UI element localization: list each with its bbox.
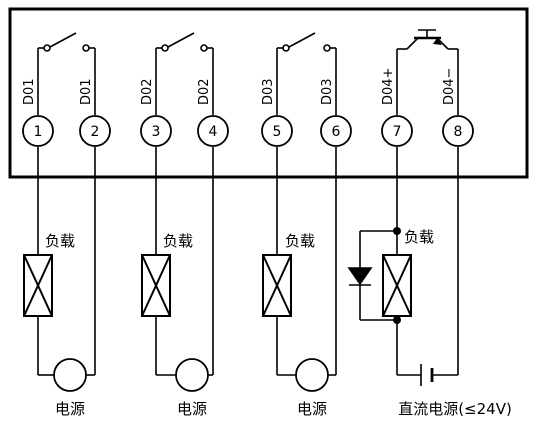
load-4	[382, 254, 412, 317]
source-label-1: 电源	[55, 400, 85, 418]
terminal-7	[381, 115, 413, 147]
power-source-2	[175, 358, 209, 392]
terminal-3	[140, 115, 172, 147]
terminal-label-7: D04+	[381, 68, 396, 105]
module-box	[8, 7, 529, 179]
terminal-circles	[22, 115, 474, 147]
terminal-number-8: 8	[454, 124, 463, 140]
terminal-label-4: D02	[197, 78, 212, 105]
terminal-label-2: D01	[79, 78, 94, 105]
relay-contact-2	[155, 32, 214, 115]
terminal-number-1: 1	[34, 124, 43, 140]
terminal-label-8: D04−	[442, 68, 457, 105]
terminal-label-3: D02	[140, 78, 155, 105]
terminal-number-6: 6	[332, 124, 341, 140]
diode-icon	[347, 267, 373, 286]
terminal-labels: D01 D01 D02 D02 D03 D03 D04+ D04−	[22, 68, 457, 105]
transistor-output	[396, 29, 459, 115]
load-label-4: 负载	[404, 228, 434, 246]
terminal-6	[320, 115, 352, 147]
terminal-number-5: 5	[273, 124, 282, 140]
terminal-number-4: 4	[209, 124, 218, 140]
source-label-4: 直流电源(≤24V)	[398, 400, 512, 418]
load-label-1: 负载	[45, 232, 75, 250]
relay-contact-1	[37, 32, 96, 115]
relay-contact-3	[276, 32, 337, 115]
terminal-number-2: 2	[91, 124, 100, 140]
terminal-numbers: 1 2 3 4 5 6 7 8	[34, 124, 463, 140]
junction-bottom	[393, 316, 401, 324]
terminal-2	[79, 115, 111, 147]
terminal-label-5: D03	[261, 78, 276, 105]
power-source-1	[53, 358, 87, 392]
terminal-label-1: D01	[22, 78, 37, 105]
terminal-number-3: 3	[152, 124, 161, 140]
external-wiring	[37, 147, 459, 376]
junction-top	[393, 227, 401, 235]
load-label-2: 负载	[163, 232, 193, 250]
load-1	[23, 254, 53, 317]
terminal-4	[197, 115, 229, 147]
terminal-5	[261, 115, 293, 147]
terminal-1	[22, 115, 54, 147]
terminal-label-6: D03	[320, 78, 335, 105]
power-source-3	[295, 358, 329, 392]
battery-icon	[420, 364, 434, 386]
load-2	[141, 254, 171, 317]
source-label-2: 电源	[177, 400, 207, 418]
terminal-number-7: 7	[393, 124, 402, 140]
source-label-3: 电源	[297, 400, 327, 418]
load-label-3: 负载	[285, 232, 315, 250]
load-3	[262, 254, 292, 317]
terminal-8	[442, 115, 474, 147]
